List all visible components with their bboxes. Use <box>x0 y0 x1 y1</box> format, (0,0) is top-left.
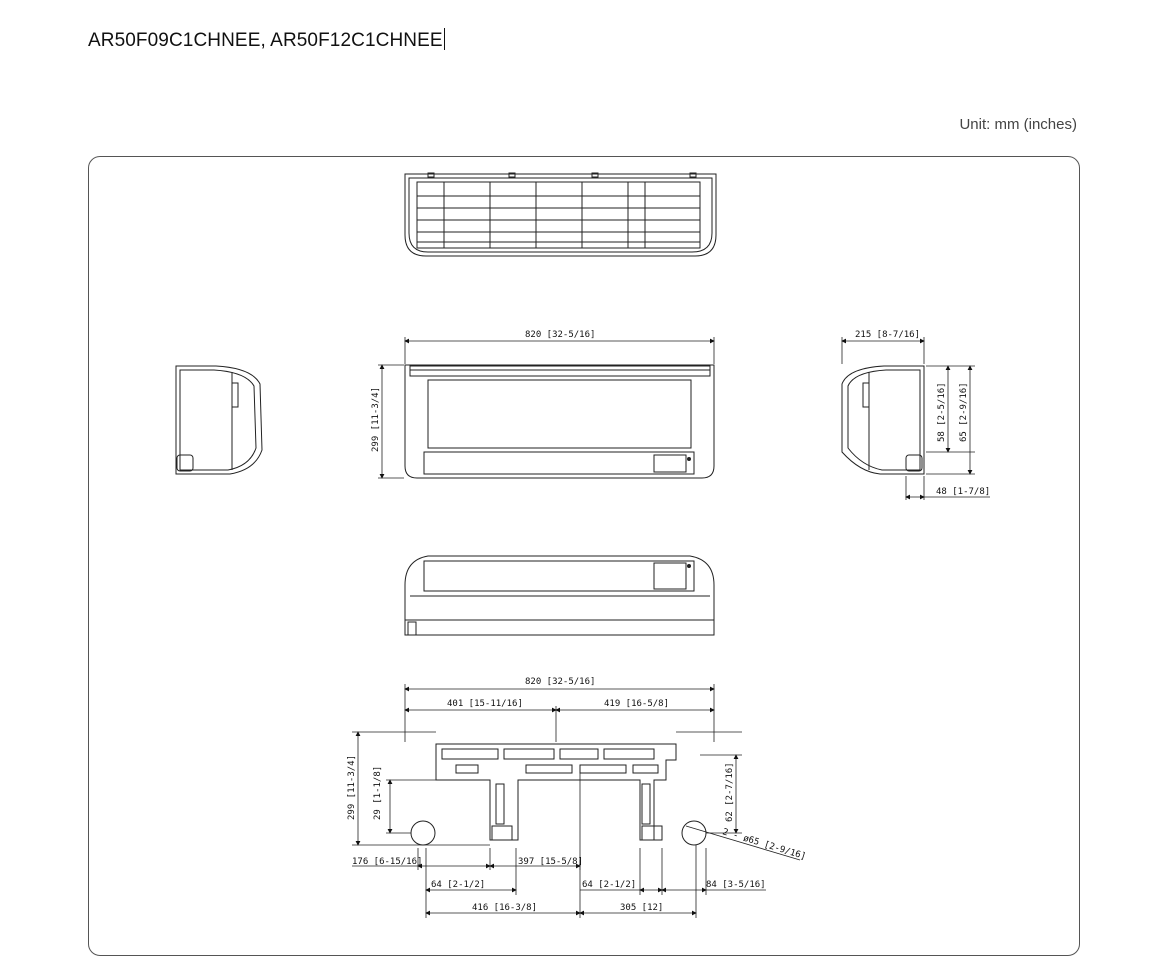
bracket-64-left-label: 64 [2-1/2] <box>431 880 485 890</box>
bracket-dimensions <box>352 684 801 918</box>
text-caret <box>443 28 445 50</box>
side-65-label: 65 [2-9/16] <box>959 382 969 442</box>
page-title-text: AR50F09C1CHNEE, AR50F12C1CHNEE <box>88 30 443 51</box>
bracket-29-label: 29 [1-1/8] <box>373 766 383 820</box>
bracket-176-label: 176 [6-15/16] <box>352 857 422 867</box>
bracket-84-label: 84 [3-5/16] <box>706 880 766 890</box>
bracket-305-label: 305 [12] <box>620 903 663 913</box>
front-dimensions <box>378 337 715 479</box>
side-58-label: 58 [2-5/16] <box>937 382 947 442</box>
side-48-label: 48 [1-7/8] <box>936 487 990 497</box>
bottom-view <box>404 555 715 636</box>
bracket-64-right-label: 64 [2-1/2] <box>582 880 636 890</box>
hole-label: 2 - ø65 [2-9/16] <box>721 827 807 862</box>
bracket-416-label: 416 [16-3/8] <box>472 903 537 913</box>
side-dimensions <box>841 337 990 500</box>
bracket-397-label: 397 [15-5/8] <box>518 857 583 867</box>
right-side-view <box>841 365 925 475</box>
front-view <box>404 364 715 479</box>
bracket-width-label: 820 [32-5/16] <box>525 677 595 687</box>
front-height-label: 299 [11-3/4] <box>371 387 381 452</box>
page-title: AR50F09C1CHNEE, AR50F12C1CHNEE <box>88 28 445 52</box>
bracket-62-label: 62 [2-7/16] <box>725 762 735 822</box>
mounting-bracket <box>410 743 707 846</box>
front-width-label: 820 [32-5/16] <box>525 330 595 340</box>
technical-drawing: 820 [32-5/16] 299 [11-3/4] 215 [8-7/16] … <box>175 172 990 918</box>
top-view <box>404 172 717 257</box>
bracket-left-label: 401 [15-11/16] <box>447 699 523 709</box>
bracket-right-label: 419 [16-5/8] <box>604 699 669 709</box>
unit-label: Unit: mm (inches) <box>959 116 1077 133</box>
left-side-view <box>175 365 263 475</box>
side-depth-label: 215 [8-7/16] <box>855 330 920 340</box>
bracket-height-label: 299 [11-3/4] <box>347 755 357 820</box>
